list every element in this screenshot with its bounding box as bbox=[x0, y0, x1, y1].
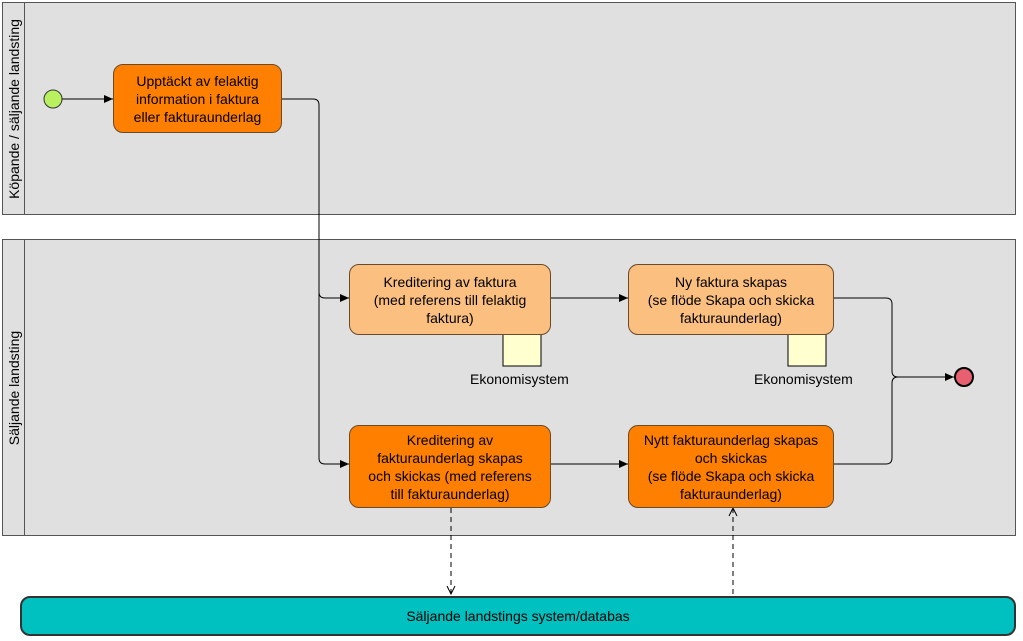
task-credit-invoice-label: Kreditering av faktura (med referens til… bbox=[373, 273, 527, 326]
task-new-basis[interactable]: Nytt fakturaunderlag skapas och skickas … bbox=[628, 425, 834, 508]
database-label: Säljande landstings system/databas bbox=[406, 608, 630, 624]
task-credit-basis[interactable]: Kreditering av fakturaunderlag skapas oc… bbox=[349, 425, 551, 508]
task-new-invoice-label: Ny faktura skapas (se flöde Skapa och sk… bbox=[647, 273, 815, 326]
task-new-invoice[interactable]: Ny faktura skapas (se flöde Skapa och sk… bbox=[628, 264, 834, 335]
task-credit-invoice[interactable]: Kreditering av faktura (med referens til… bbox=[349, 264, 551, 335]
flow-new-invoice-end bbox=[834, 297, 954, 381]
task-detect-error-label: Upptäckt av felaktig information i faktu… bbox=[133, 72, 262, 125]
flow-detect-credit-basis bbox=[318, 290, 349, 468]
document-label-2: Ekonomisystem bbox=[754, 371, 853, 387]
start-event bbox=[43, 89, 63, 109]
task-new-basis-label: Nytt fakturaunderlag skapas och skickas … bbox=[643, 431, 819, 502]
lane-seller-header: Säljande landsting bbox=[3, 240, 25, 535]
document-label-1: Ekonomisystem bbox=[470, 371, 569, 387]
end-event bbox=[954, 367, 974, 387]
lane-buyer-header: Köpande / säljande landsting bbox=[3, 3, 25, 214]
flow-detect-credit-invoice bbox=[282, 98, 349, 302]
database-pool[interactable]: Säljande landstings system/databas bbox=[20, 596, 1016, 636]
task-credit-basis-label: Kreditering av fakturaunderlag skapas oc… bbox=[368, 431, 532, 502]
flow-new-basis-end bbox=[834, 376, 899, 465]
task-detect-error[interactable]: Upptäckt av felaktig information i faktu… bbox=[113, 64, 282, 133]
